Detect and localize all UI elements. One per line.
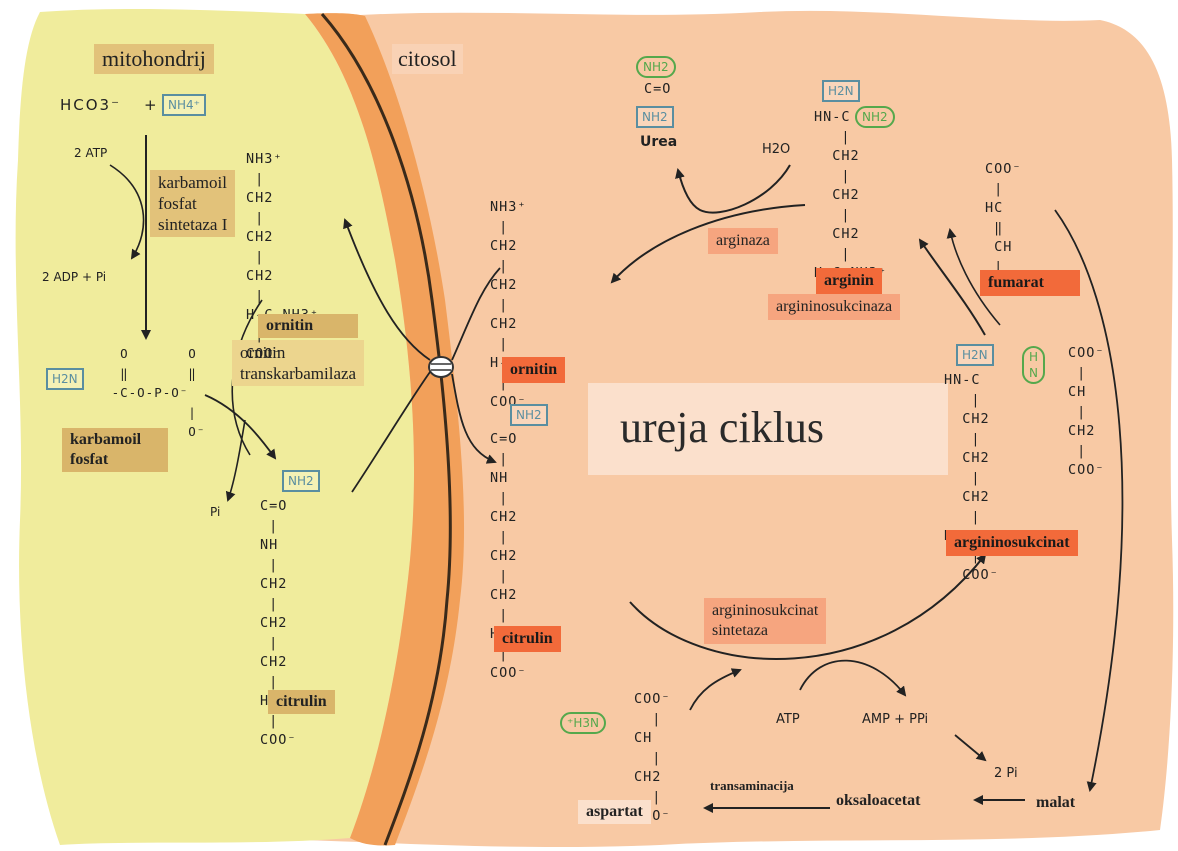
oxaloacetate-label: oksaloacetat: [836, 792, 921, 809]
h2n-group-carbamoyl: H2N: [46, 368, 84, 390]
membrane-line-outer: [320, 13, 452, 846]
membrane-band: [305, 13, 465, 846]
adp2-label: 2 ADP + Pi: [42, 270, 107, 284]
arginase-enzyme-label: arginaza: [708, 228, 778, 254]
arrow-arginine-to-ornitin: [610, 204, 806, 284]
nh4-group: NH4⁺: [162, 94, 206, 116]
h3n-green-group: ⁺H3N: [560, 712, 606, 734]
malate-label: malat: [1036, 794, 1076, 811]
arrow-urea-out: [675, 164, 791, 214]
nh2-green-group-urea: NH2: [636, 56, 676, 78]
h2n-group-arginine: H2N: [822, 80, 860, 102]
arginine-label: arginin: [816, 268, 882, 294]
cps1-enzyme-label: karbamoil fosfat sintetaza I: [150, 170, 236, 237]
argininosuccinate-right-structure: COO⁻ | CH | CH2 | COO⁻: [1068, 345, 1105, 478]
fumarate-label: fumarat: [980, 270, 1080, 296]
aspartate-label: aspartat: [578, 800, 651, 824]
carbamoyl-phosphate-structure: O O ‖ ‖ -C-O-P-O⁻ | O⁻: [111, 346, 206, 439]
transporter-icon: [428, 356, 454, 378]
urea-label: Urea: [640, 134, 678, 150]
argininosuccinase-enzyme-label: argininosukcinaza: [768, 294, 901, 320]
arrow-atp-adp: [109, 164, 145, 260]
mitochondrion-region: [15, 8, 415, 845]
amp-ppi-label: AMP + PPi: [862, 712, 929, 727]
arrow-aspartate-in: [689, 668, 742, 711]
citrulin-mito-label: citrulin: [268, 690, 335, 714]
plus-label: +: [144, 96, 157, 114]
arrow-argininosuccinate-to-arginine: [918, 238, 986, 336]
arrow-to-fumarate: [946, 228, 1001, 326]
diagram-title: ureja ciklus: [620, 403, 825, 452]
arrow-transport-to-ornitin-mito: [343, 218, 431, 361]
nh2-green-group-arginine: NH2: [855, 106, 895, 128]
title-background: [588, 383, 948, 475]
hn-green-group: H N: [1022, 346, 1046, 384]
carbamoyl-phosphate-label: karbamoil fosfat: [62, 428, 168, 472]
arrow-pi: [225, 419, 246, 502]
h2n-group-argininosuccinate: H2N: [956, 344, 994, 366]
nh2-group-urea: NH2: [636, 106, 674, 128]
otc-enzyme-label: ornitin transkarbamilaza: [232, 340, 365, 386]
cytosol-label: citosol: [392, 44, 463, 74]
arrow-citrulin-to-argininosuccinate: [629, 553, 987, 660]
urea-structure: C=O: [644, 81, 672, 97]
argininosuccinate-label: argininosukcinat: [946, 530, 1078, 556]
h2o-label: H2O: [762, 142, 791, 157]
ornitin-mito-label: ornitin: [258, 314, 358, 338]
arrow-transport-to-ornitin-cyto: [451, 267, 501, 361]
atp-label: ATP: [776, 712, 800, 727]
pi2-label: 2 Pi: [994, 766, 1018, 781]
transamination-label: transaminacija: [710, 778, 794, 793]
atp2-label: 2 ATP: [74, 146, 108, 160]
argininosuccinate-synthetase-enzyme-label: argininosukcinat sintetaza: [704, 598, 827, 644]
nh2-group-citrulin-cyto: NH2: [510, 404, 548, 426]
nh2-group-citrulin-mito: NH2: [282, 470, 320, 492]
mitochondrion-label: mitohondrij: [94, 44, 214, 74]
arrow-ppi-to-2pi: [954, 734, 987, 762]
ornitin-cyto-label: ornitin: [502, 357, 566, 383]
arrow-citrulin-to-transport: [351, 371, 431, 493]
pi-label: Pi: [210, 505, 221, 519]
hco3-label: HCO3⁻: [60, 96, 122, 114]
arrow-fumarate-to-malate: [1054, 209, 1124, 792]
arrow-transport-to-citrulin-cyto: [451, 373, 497, 464]
arrow-atp-amp: [799, 659, 907, 697]
citrulin-cyto-label: citrulin: [494, 626, 561, 652]
arrow-carbamoyl-to-citrulin: [204, 394, 277, 460]
